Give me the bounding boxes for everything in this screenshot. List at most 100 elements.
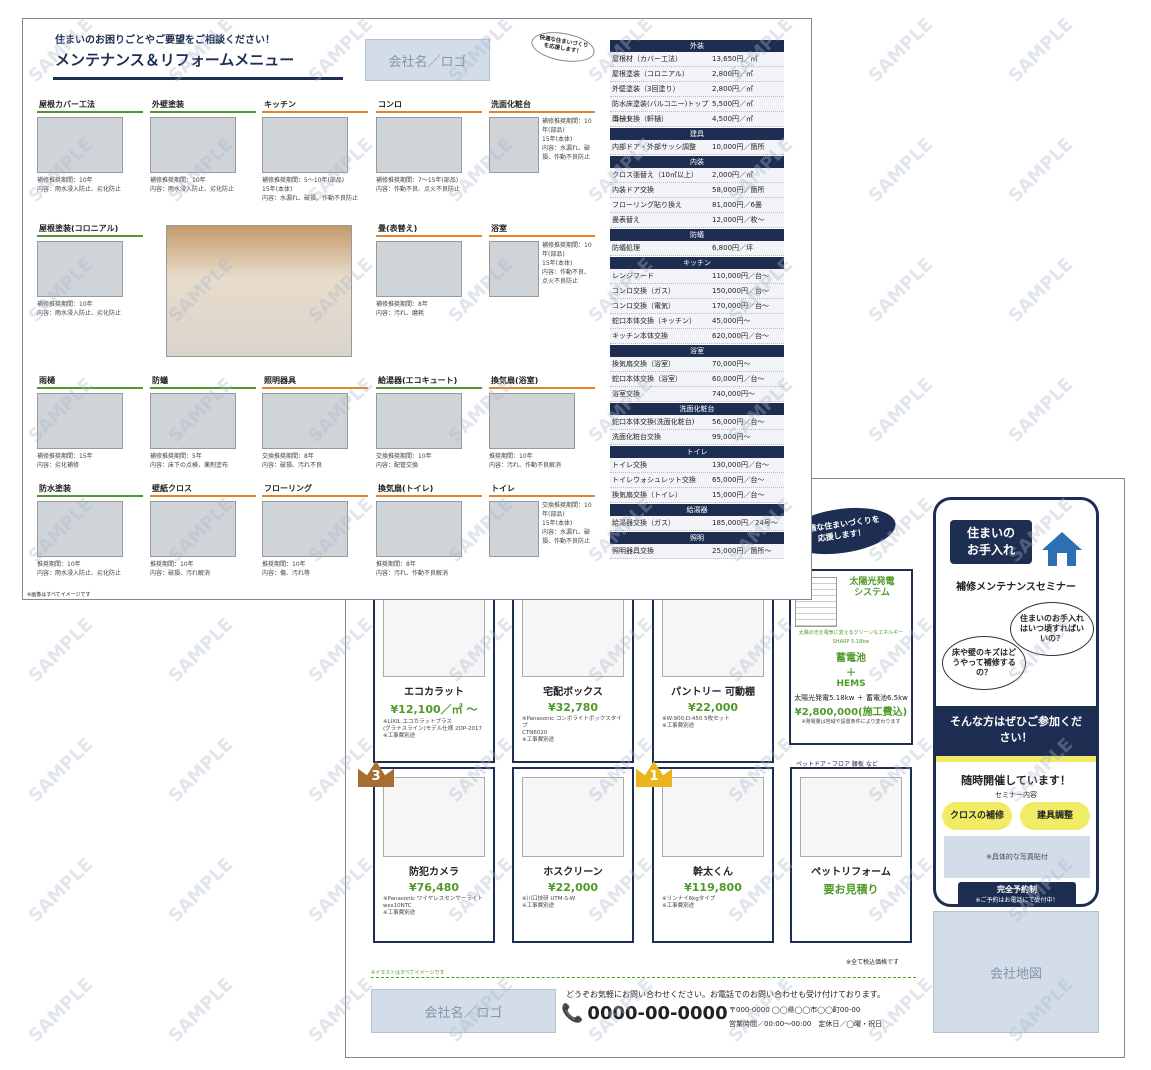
seminar-photo: ※具体的な写真貼付 [944, 836, 1090, 878]
product-card: ペットリフォーム 要お見積り [790, 767, 912, 943]
price-row: 蛇口本体交換（キッチン）45,000円〜 [610, 314, 784, 329]
product-note: ※Panasonic ワイヤレスセンサーライト wsx10NTC ※工事費別途 [383, 896, 483, 916]
item-photo [376, 501, 462, 557]
maintenance-item: 洗面化粧台補修推奨期間：10年(部品) 15年(本体) 内容：水漏れ、破損、作動… [489, 99, 595, 173]
price-value: 70,000円〜 [712, 360, 751, 368]
back-sheet: 住まいのお困りごとやご要望をご相談ください！ メンテナンス＆リフォームメニュー … [22, 18, 812, 600]
price-item: 防水床塗装(バルコニー)トップコート [612, 100, 709, 123]
business-hours: 営業時間／00:00〜00:00 定休日／◯曜・祝日 [729, 1020, 883, 1028]
price-value: 6,800円／坪 [712, 244, 754, 252]
solar-sub: 太陽の光を電気に変えるクリーンなエネルギー SHARP 5.18kw [798, 630, 904, 645]
back-badge: 快適な住まいづくりを応援します！ [529, 27, 597, 67]
tax-note: ※全て税込価格です [846, 959, 900, 966]
price-value: 130,000円／台〜 [712, 461, 769, 469]
item-category: トイレ [489, 483, 595, 497]
product-note: ※川口技研 UTM-S-W ※工事費別途 [522, 896, 576, 909]
header-title: メンテナンス＆リフォームメニュー [55, 51, 295, 69]
product-card: 防犯カメラ ¥76,480 ※Panasonic ワイヤレスセンサーライト ws… [373, 767, 495, 943]
price-value: 25,000円／箇所〜 [712, 547, 772, 555]
price-item: トイレウォシュレット交換 [612, 476, 696, 484]
price-value: 15,000円／台〜 [712, 491, 765, 499]
price-value: 185,000円／24号〜 [712, 519, 778, 527]
price-value: 12,000円／枚〜 [712, 216, 765, 224]
product-note [792, 897, 910, 901]
item-category: 換気扇(トイレ) [376, 483, 482, 497]
price-item: 換気扇交換（浴室） [612, 360, 675, 368]
price-item: トイレ交換 [612, 461, 647, 469]
item-category: フローリング [262, 483, 368, 497]
item-category: 雨樋 [37, 375, 143, 389]
watermark-text: SAMPLE [864, 134, 938, 207]
price-row: 換気扇交換（浴室） 70,000円〜 [610, 357, 784, 372]
price-section-header: 給湯器 [610, 504, 784, 516]
watermark-text: SAMPLE [24, 614, 98, 687]
price-item: 換気扇交換（トイレ） [612, 491, 682, 499]
price-item: 給湯器交換（ガス） [612, 519, 675, 527]
item-photo [37, 393, 123, 449]
solar-price: ¥2,800,000(施工費込) [794, 707, 908, 718]
price-section-header: 浴室 [610, 345, 784, 357]
watermark-text: SAMPLE [164, 614, 238, 687]
price-row: 防蟻処理 6,800円／坪 [610, 241, 784, 256]
item-text: 交換推奨期間：8年 内容：破損、汚れ不良 [262, 453, 323, 469]
price-section-header: 洗面化粧台 [610, 403, 784, 415]
watermark-text: SAMPLE [164, 974, 238, 1047]
solar-note: ※発電量は地域や設置条件により変わります [801, 719, 901, 725]
item-category: 照明器具 [262, 375, 368, 389]
price-item: 蛇口本体交換(洗面化粧台) [612, 418, 695, 426]
watermark-text: SAMPLE [864, 14, 938, 87]
maintenance-item: 防蟻補修推奨期間：5年 内容：床下の点検、薬剤塗布 [150, 375, 256, 470]
price-value: 170,000円／台〜 [712, 302, 769, 310]
watermark-text: SAMPLE [1004, 14, 1078, 87]
product-note: ※Panasonic コンボライトボックスタイプ CTN6020 ※工事費別途 [522, 716, 622, 743]
house-icon [1040, 530, 1084, 566]
plus-label: ＋ [846, 668, 856, 679]
price-value: 56,000円／台〜 [712, 418, 765, 426]
header-sub: 住まいのお困りごとやご要望をご相談ください！ [55, 35, 275, 46]
product-illustration [522, 777, 624, 857]
price-value: 740,000円〜 [712, 390, 755, 398]
item-text: 補修推奨期間：15年 内容：劣化補修 [37, 453, 93, 469]
maintenance-item: 雨樋補修推奨期間：15年 内容：劣化補修 [37, 375, 143, 470]
product-card: パントリー 可動棚 ¥22,000 ※W:900,D:450 5枚セット ※工事… [652, 587, 774, 763]
pet-caption: ペットドア・フロア 腰板 など [796, 761, 878, 768]
maintenance-item: 換気扇(トイレ) 推奨期間：8年 内容：汚れ、作動不良解消 [376, 483, 482, 578]
price-value: 110,000円／台〜 [712, 272, 769, 280]
item-text: 補修推奨期間：7〜15年(部品) 内容：作動不良、点火不良防止 [376, 177, 461, 193]
maintenance-item: トイレ交換推奨期間：10年(部品) 15年(本体) 内容：水漏れ、破損、作動不良… [489, 483, 595, 557]
price-item: 内部ドア・外部サッシ調整 [612, 143, 696, 151]
product-price: ¥32,780 [547, 701, 599, 714]
price-value: 150,000円／台〜 [712, 287, 769, 295]
price-item: 防蟻処理 [612, 244, 640, 252]
watermark-text: SAMPLE [864, 374, 938, 447]
watermark-text: SAMPLE [24, 854, 98, 927]
maintenance-item: 換気扇(浴室)推奨期間：10年 内容：汚れ、作動不良解消 [489, 375, 595, 470]
price-item: 照明器具交換 [612, 547, 654, 555]
product-illustration [383, 597, 485, 677]
watermark-text: SAMPLE [24, 974, 98, 1047]
watermark-text: SAMPLE [24, 734, 98, 807]
item-text: 推奨期間：10年 内容：汚れ、作動不良解消 [489, 453, 562, 469]
price-item: キッチン本体交換 [612, 332, 668, 340]
image-note: ※イラストはすべてイメージです [371, 970, 445, 976]
item-text: 補修推奨期間：10年(部品) 15年(本体) 内容：作動不良、点火不良防止 [542, 242, 592, 285]
rank-crown-icon: 1 [636, 761, 672, 787]
watermark-text: SAMPLE [864, 254, 938, 327]
item-category: 給湯器(エコキュート) [376, 375, 482, 389]
maintenance-item: コンロ補修推奨期間：7〜15年(部品) 内容：作動不良、点火不良防止 [376, 99, 482, 194]
item-text: 推奨期間：8年 内容：汚れ、作動不良解消 [376, 561, 449, 577]
product-card: 宅配ボックス ¥32,780 ※Panasonic コンボライトボックスタイプ … [512, 587, 634, 763]
battery-label: 蓄電池 [836, 653, 866, 664]
price-item: 外壁塗装（3回塗り） [612, 85, 680, 93]
price-item: 蛇口本体交換（浴室） [612, 375, 682, 383]
price-item: 屋根塗装（コロニアル） [612, 70, 689, 78]
price-value: 45,000円〜 [712, 317, 751, 325]
price-value: 58,000円／箇所 [712, 186, 765, 194]
price-row: 蛇口本体交換(洗面化粧台) 56,000円／台〜 [610, 415, 784, 430]
price-value: 13,650円／㎡ [712, 55, 758, 63]
